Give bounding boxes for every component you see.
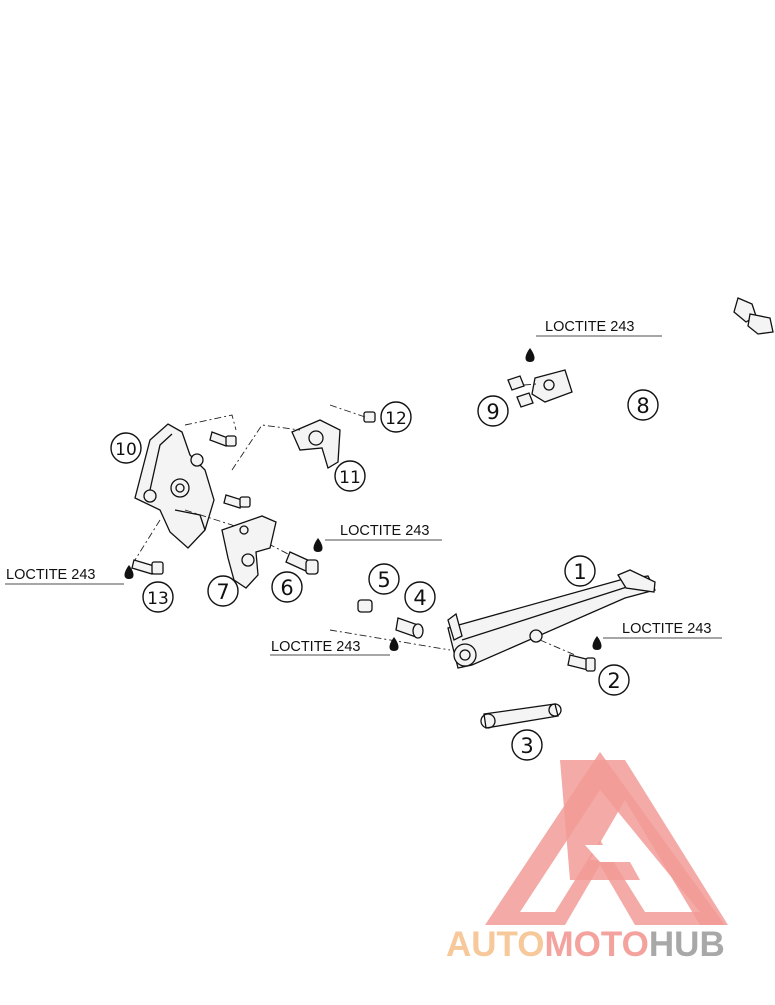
part-number-12-label: 12 [385, 409, 407, 429]
side-stand-switch-part [531, 268, 774, 403]
return-spring-part [480, 703, 562, 729]
part-number-11: 11 [334, 460, 366, 492]
loctite-label: LOCTITE 243 [545, 319, 634, 335]
stand-bracket-part [134, 423, 215, 549]
loctite-drop-icon [313, 538, 323, 552]
pivot-pin-part [285, 551, 319, 575]
loctite-drop-icon [525, 348, 535, 362]
part-number-1: 1 [564, 555, 596, 587]
part-number-11-label: 11 [339, 468, 361, 488]
loctite-label: LOCTITE 243 [340, 523, 429, 539]
part-number-1-label: 1 [573, 560, 586, 584]
watermark-auto: AUTO [446, 925, 545, 964]
side-stand-part [447, 569, 656, 669]
part-number-7: 7 [207, 575, 239, 607]
part-number-3-label: 3 [520, 734, 533, 758]
part-number-10: 10 [110, 432, 142, 464]
mount-bolt-part [329, 404, 376, 423]
part-number-8: 8 [627, 389, 659, 421]
part-number-6-label: 6 [280, 576, 293, 600]
part-number-2-label: 2 [607, 669, 620, 693]
watermark-text: AUTOMOTOHUB [446, 925, 725, 964]
nut-part [357, 599, 373, 613]
part-number-5-label: 5 [377, 568, 390, 592]
loctite-drop-icon [124, 565, 134, 579]
part-number-9: 9 [477, 395, 509, 427]
part-number-8-label: 8 [636, 394, 649, 418]
switch-screws-part [507, 375, 537, 408]
watermark-logo [485, 752, 728, 925]
part-number-10-label: 10 [115, 440, 137, 460]
part-number-12: 12 [380, 401, 412, 433]
loctite-label: LOCTITE 243 [622, 621, 711, 637]
part-number-3: 3 [511, 729, 543, 761]
watermark-hub: HUB [649, 925, 725, 964]
part-number-13-label: 13 [147, 589, 169, 609]
bushing-part [395, 617, 424, 639]
part-number-6: 6 [271, 571, 303, 603]
part-number-2: 2 [598, 664, 630, 696]
part-number-9-label: 9 [486, 400, 499, 424]
cover-plate-part [221, 515, 277, 589]
spring-pin-part [567, 654, 596, 672]
bracket-screw-part [131, 559, 164, 575]
part-number-5: 5 [368, 563, 400, 595]
bracket-bolts [209, 431, 251, 509]
part-number-7-label: 7 [216, 580, 229, 604]
loctite-label: LOCTITE 243 [271, 639, 360, 655]
loctite-drop-icon [592, 636, 602, 650]
watermark-moto: MOTO [545, 925, 649, 964]
switch-mount-part [291, 419, 341, 469]
part-number-4-label: 4 [413, 586, 426, 610]
loctite-drop-icon [389, 637, 399, 651]
part-number-13: 13 [142, 581, 174, 613]
part-number-4: 4 [404, 581, 436, 613]
loctite-label: LOCTITE 243 [6, 567, 95, 583]
